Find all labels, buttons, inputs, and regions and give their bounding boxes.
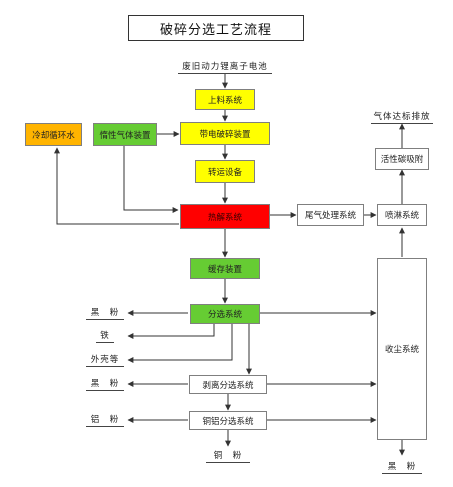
- feeding-system-box: 上料系统: [195, 89, 255, 110]
- shell-label: 外壳等: [86, 353, 124, 367]
- diagram-title: 破碎分选工艺流程: [128, 15, 304, 41]
- black-powder-label-1: 黑 粉: [86, 306, 124, 320]
- copper-powder-label: 铜 粉: [206, 449, 250, 463]
- stripping-sorting-box: 剥离分选系统: [189, 375, 267, 394]
- black-powder-label-2: 黑 粉: [86, 377, 124, 391]
- cooling-water-box: 冷却循环水: [25, 123, 82, 146]
- iron-label: 铁: [96, 329, 114, 343]
- black-powder-label-3: 黑 粉: [382, 460, 422, 474]
- pyrolysis-system-box: 热解系统: [180, 204, 270, 229]
- activated-carbon-box: 活性碳吸附: [375, 148, 429, 170]
- buffer-device-box: 缓存装置: [190, 258, 260, 279]
- input-label: 废旧动力锂离子电池: [178, 60, 272, 74]
- gas-emission-label: 气体达标排放: [371, 110, 433, 124]
- charged-crushing-box: 带电破碎装置: [180, 122, 270, 145]
- inert-gas-box: 惰性气体装置: [93, 123, 157, 146]
- spray-system-box: 喷淋系统: [377, 204, 427, 226]
- tail-gas-treatment-box: 尾气处理系统: [297, 204, 364, 226]
- copper-aluminum-sorting-box: 铜铝分选系统: [189, 411, 267, 430]
- transfer-equipment-box: 转运设备: [195, 160, 255, 183]
- aluminum-powder-label: 铝 粉: [86, 413, 124, 427]
- dust-collection-box: 收尘系统: [377, 258, 427, 440]
- sorting-system-box: 分选系统: [190, 304, 260, 324]
